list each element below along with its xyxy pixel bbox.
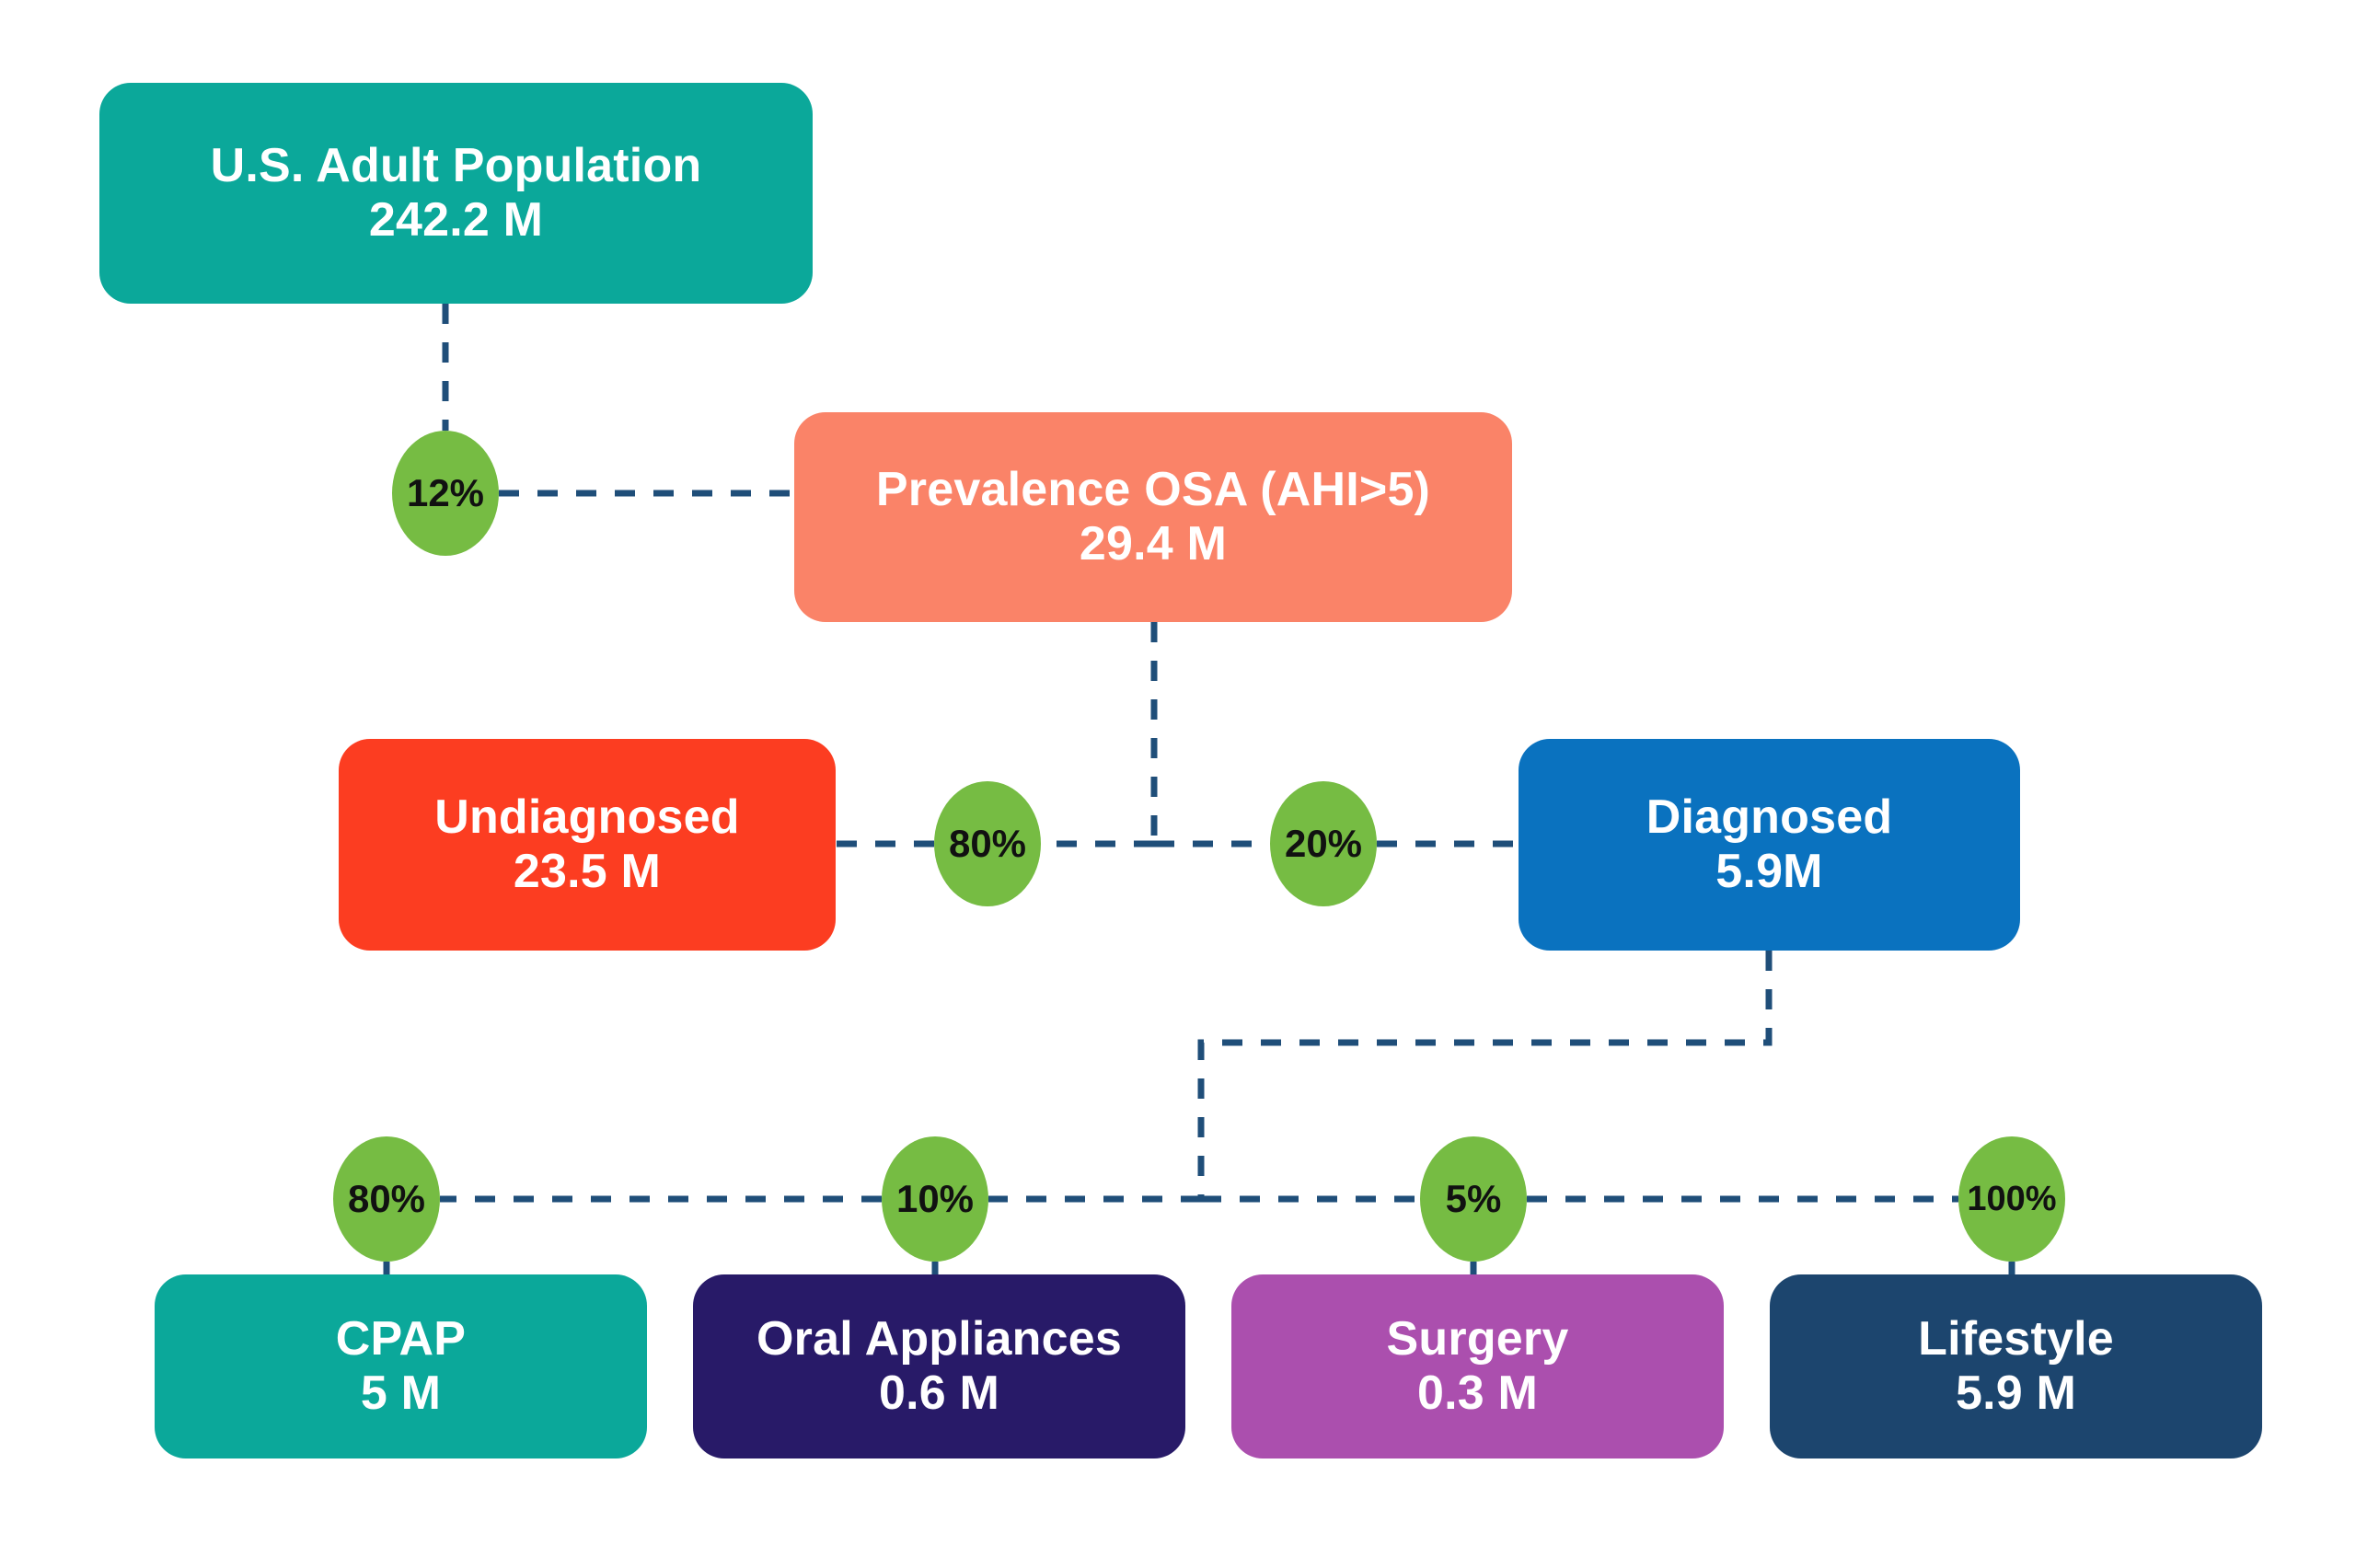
node-cpap[interactable]: CPAP 5 M — [155, 1274, 647, 1458]
node-prevalence-osa[interactable]: Prevalence OSA (AHI>5) 29.4 M — [794, 412, 1512, 622]
node-value: 5 M — [360, 1366, 442, 1420]
node-lifestyle[interactable]: Lifestyle 5.9 M — [1770, 1274, 2262, 1458]
node-label: Prevalence OSA (AHI>5) — [875, 462, 1431, 516]
percent-badge-oral-appliances[interactable]: 10% — [882, 1136, 988, 1262]
node-us-adult-population[interactable]: U.S. Adult Population 242.2 M — [99, 83, 813, 304]
node-label: U.S. Adult Population — [210, 138, 702, 192]
node-value: 242.2 M — [368, 193, 544, 247]
percent-badge-cpap[interactable]: 80% — [333, 1136, 440, 1262]
percent-badge-prevalence[interactable]: 12% — [392, 431, 499, 556]
node-value: 0.3 M — [1416, 1366, 1539, 1420]
node-value: 5.9 M — [1955, 1366, 2077, 1420]
node-value: 23.5 M — [513, 845, 662, 898]
node-oral-appliances[interactable]: Oral Appliances 0.6 M — [693, 1274, 1185, 1458]
node-label: CPAP — [335, 1311, 467, 1366]
node-value: 29.4 M — [1079, 517, 1228, 571]
node-value: 0.6 M — [878, 1366, 1000, 1420]
percent-badge-diagnosed[interactable]: 20% — [1270, 781, 1377, 906]
node-value: 5.9M — [1715, 845, 1823, 898]
percent-badge-surgery[interactable]: 5% — [1420, 1136, 1527, 1262]
node-label: Diagnosed — [1646, 790, 1893, 844]
node-label: Lifestyle — [1918, 1311, 2114, 1366]
node-undiagnosed[interactable]: Undiagnosed 23.5 M — [339, 739, 836, 951]
node-diagnosed[interactable]: Diagnosed 5.9M — [1519, 739, 2020, 951]
node-label: Surgery — [1386, 1311, 1569, 1366]
node-label: Undiagnosed — [434, 790, 740, 844]
node-label: Oral Appliances — [756, 1311, 1122, 1366]
node-surgery[interactable]: Surgery 0.3 M — [1231, 1274, 1724, 1458]
percent-badge-undiagnosed[interactable]: 80% — [934, 781, 1041, 906]
percent-badge-lifestyle[interactable]: 100% — [1958, 1136, 2065, 1262]
